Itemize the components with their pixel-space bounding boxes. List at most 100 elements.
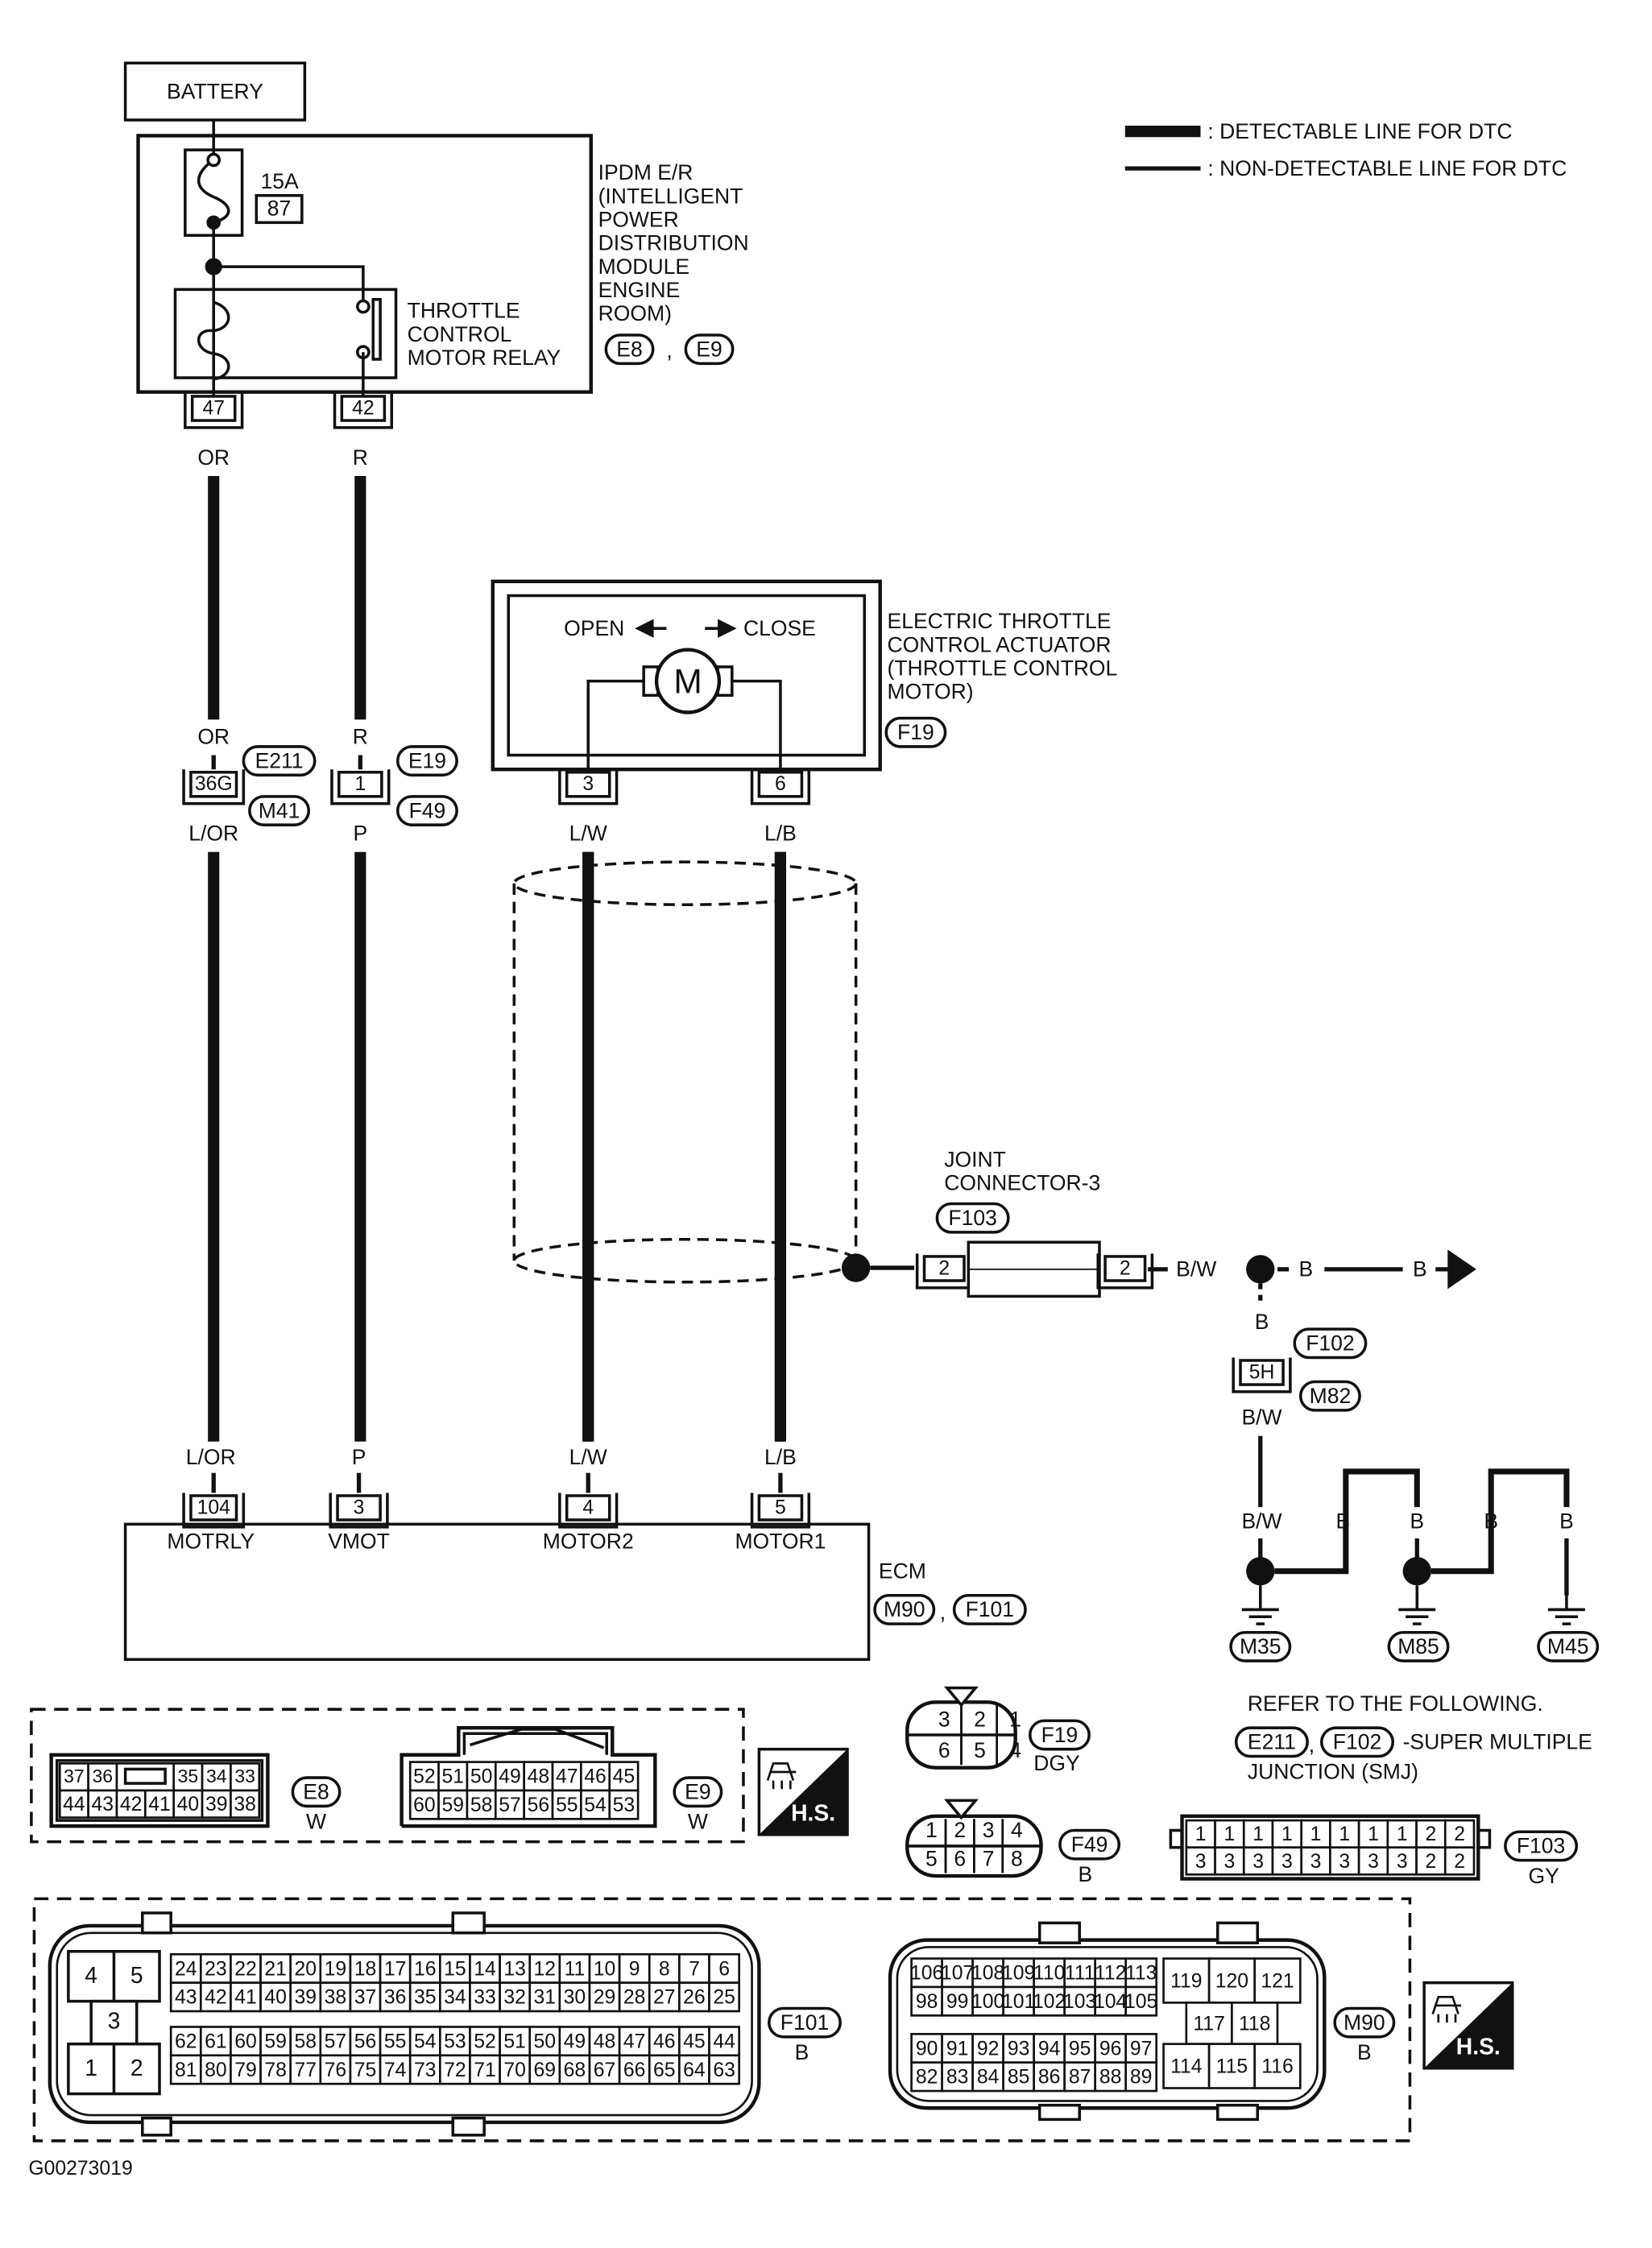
pin-number: 21 bbox=[264, 1958, 287, 1980]
pin-number: 118 bbox=[1239, 2013, 1270, 2035]
pin-cell bbox=[1002, 2061, 1035, 2093]
connector-e8-bubble[interactable]: E8 bbox=[604, 333, 655, 366]
pin-number: 3 bbox=[1252, 1851, 1264, 1873]
ground-m35-bubble[interactable]: M35 bbox=[1229, 1630, 1292, 1662]
bubble-outline bbox=[1029, 1719, 1091, 1751]
bubble-outline bbox=[604, 333, 655, 366]
pin-number: 24 bbox=[175, 1958, 197, 1980]
pin-number: 8 bbox=[1011, 1847, 1023, 1871]
connector-m41-bubble[interactable]: M41 bbox=[248, 795, 311, 826]
fuse-icon bbox=[197, 159, 230, 224]
figure-code: G00273019 bbox=[28, 2158, 132, 2180]
pin-cell bbox=[289, 1981, 322, 2013]
pin-number: 23 bbox=[205, 1958, 227, 1980]
bubble-label: F103 bbox=[948, 1206, 996, 1230]
connector-f101-view-bubble[interactable]: F101 bbox=[768, 2006, 842, 2039]
terminal-box bbox=[565, 771, 611, 798]
m90-key-tab bbox=[1037, 2103, 1081, 2122]
ground-junction-dot bbox=[1402, 1557, 1431, 1586]
pin-number: 54 bbox=[584, 1795, 607, 1816]
pin-number: 2 bbox=[954, 1818, 966, 1842]
connector-f103-view-bubble[interactable]: F103 bbox=[1504, 1830, 1579, 1862]
terminal-box bbox=[190, 395, 237, 422]
bubble-label: F101 bbox=[966, 1597, 1014, 1621]
pin-number: 39 bbox=[205, 1794, 228, 1815]
connector-f49-view-bubble[interactable]: F49 bbox=[1058, 1828, 1121, 1861]
pin-number: 4 bbox=[85, 1962, 97, 1988]
pin-cell bbox=[469, 1981, 501, 2013]
pin-number: 111 bbox=[1065, 1963, 1095, 1985]
pin-number: 4 bbox=[1009, 1738, 1021, 1762]
m90-key-tab bbox=[1037, 1921, 1081, 1944]
e9-tab bbox=[462, 1732, 608, 1755]
pin-number: 39 bbox=[294, 1987, 317, 2009]
pin-number: 88 bbox=[1099, 2067, 1122, 2089]
ground-m85-bubble[interactable]: M85 bbox=[1387, 1630, 1450, 1662]
pin-number: 3 bbox=[938, 1707, 950, 1731]
connector-f103-bubble[interactable]: F103 bbox=[935, 1202, 1010, 1234]
connector-color: DGY bbox=[1033, 1751, 1080, 1775]
bubble-outline bbox=[935, 1202, 1010, 1234]
connector-f49-bubble[interactable]: F49 bbox=[395, 795, 458, 826]
pin-number: 55 bbox=[384, 2031, 407, 2052]
terminal-number: 3 bbox=[354, 1497, 365, 1518]
pin-number: 1 bbox=[1281, 1824, 1293, 1845]
bubble-label: M41 bbox=[259, 798, 300, 822]
ipdm-label: IPDM E/R bbox=[598, 160, 694, 184]
connector-f19-bubble[interactable]: F19 bbox=[884, 716, 947, 748]
pin-cell bbox=[87, 1789, 118, 1819]
connector-m90-view-bubble[interactable]: M90 bbox=[1333, 2006, 1396, 2039]
ipdm-label: (INTELLIGENT bbox=[598, 184, 743, 208]
connector-e19-bubble[interactable]: E19 bbox=[395, 745, 458, 777]
terminal-number: 36G bbox=[195, 773, 233, 795]
pin-cell bbox=[230, 1762, 261, 1792]
connector-f19-view-bubble[interactable]: F19 bbox=[1029, 1719, 1091, 1751]
wire-color-label: B bbox=[1484, 1509, 1498, 1534]
pin-cell bbox=[678, 2054, 710, 2085]
connector-m82-bubble[interactable]: M82 bbox=[1298, 1380, 1361, 1412]
pin-number: 56 bbox=[354, 2031, 377, 2052]
hs-triangle bbox=[1424, 1982, 1513, 2068]
connector-color: W bbox=[688, 1810, 708, 1834]
connector-f102-bubble[interactable]: F102 bbox=[1293, 1327, 1368, 1360]
connector-e9-bubble[interactable]: E9 bbox=[684, 333, 735, 366]
bubble-outline bbox=[768, 2006, 842, 2039]
connector-m90-bubble[interactable]: M90 bbox=[873, 1593, 936, 1625]
pin-number: 59 bbox=[264, 2031, 287, 2052]
connector-e8-view-bubble[interactable]: E8 bbox=[291, 1776, 342, 1808]
fuse-number: 87 bbox=[267, 196, 292, 220]
pin-number: 2 bbox=[1426, 1851, 1437, 1873]
pin-cell bbox=[941, 2061, 974, 2093]
wire-color-label: B bbox=[1410, 1509, 1424, 1534]
pin-number: 3 bbox=[983, 1818, 995, 1842]
actuator-label: MOTOR) bbox=[888, 680, 974, 704]
pin-number: 116 bbox=[1261, 2055, 1293, 2077]
pin-number: 119 bbox=[1170, 1970, 1202, 1992]
ecm-connector-view-frame bbox=[32, 1897, 1412, 2142]
pin-number: 1 bbox=[1339, 1824, 1350, 1845]
connector-e9-view-bubble[interactable]: E9 bbox=[673, 1776, 723, 1808]
connector-f101-bubble[interactable]: F101 bbox=[952, 1593, 1027, 1625]
connector-f102-ref-bubble[interactable]: F102 bbox=[1320, 1726, 1394, 1758]
pin-number: 43 bbox=[175, 1987, 197, 2009]
pin-cell bbox=[910, 2061, 943, 2093]
terminal-number: 104 bbox=[197, 1497, 231, 1518]
wire-color-label: OR bbox=[197, 445, 230, 470]
pin-number: 61 bbox=[205, 2031, 227, 2052]
pin-cell bbox=[1185, 2002, 1233, 2046]
pin-number: 98 bbox=[916, 1991, 938, 2013]
pin-cell bbox=[1063, 2032, 1096, 2064]
actuator-label: CONTROL ACTUATOR bbox=[888, 632, 1112, 656]
pin-number: 60 bbox=[413, 1795, 436, 1816]
connector-e211-bubble[interactable]: E211 bbox=[242, 745, 317, 777]
bubble-outline bbox=[684, 333, 735, 366]
pin-number: 87 bbox=[1069, 2067, 1091, 2089]
pin-number: 82 bbox=[916, 2067, 938, 2089]
terminal-box bbox=[1239, 1359, 1285, 1386]
ground-m45-bubble[interactable]: M45 bbox=[1537, 1630, 1600, 1662]
connector-e211-ref-bubble[interactable]: E211 bbox=[1234, 1726, 1309, 1758]
bubble-outline bbox=[1320, 1726, 1394, 1758]
pin-number: 91 bbox=[946, 2038, 969, 2060]
wire-color-label: R bbox=[353, 724, 368, 748]
f101-key-tab bbox=[141, 2116, 172, 2137]
